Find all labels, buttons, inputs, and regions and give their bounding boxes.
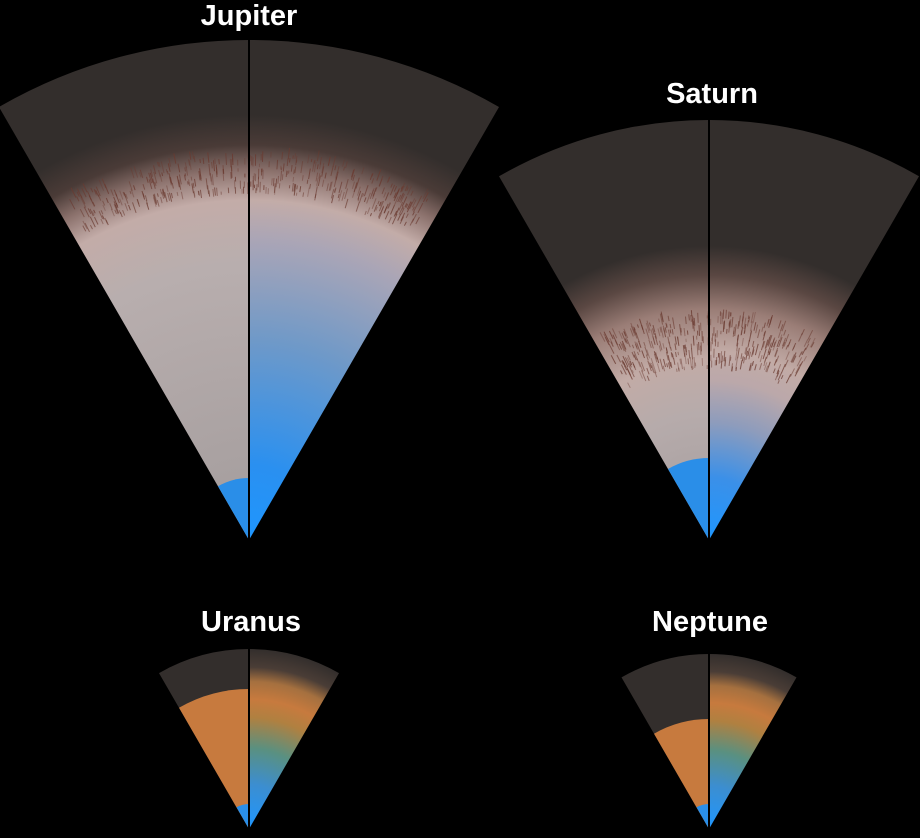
uranus-wedge: [159, 649, 339, 829]
uranus-core: [237, 804, 250, 829]
jupiter-left-half: [0, 40, 249, 540]
neptune-core: [697, 804, 710, 829]
saturn-right-half: [709, 120, 919, 540]
uranus-right-half: [249, 649, 339, 829]
uranus-label: Uranus: [201, 606, 301, 638]
jupiter-wedge: [0, 40, 499, 540]
jupiter-right-half: [249, 40, 499, 540]
neptune-wedge: [622, 654, 797, 829]
saturn-core: [668, 458, 709, 540]
neptune-label: Neptune: [652, 606, 768, 638]
planet-wedges: [0, 40, 919, 829]
saturn-wedge: [499, 120, 919, 540]
jupiter-label: Jupiter: [201, 0, 298, 32]
jupiter-core: [218, 478, 249, 540]
saturn-label: Saturn: [666, 78, 758, 110]
neptune-right-half: [709, 654, 797, 829]
